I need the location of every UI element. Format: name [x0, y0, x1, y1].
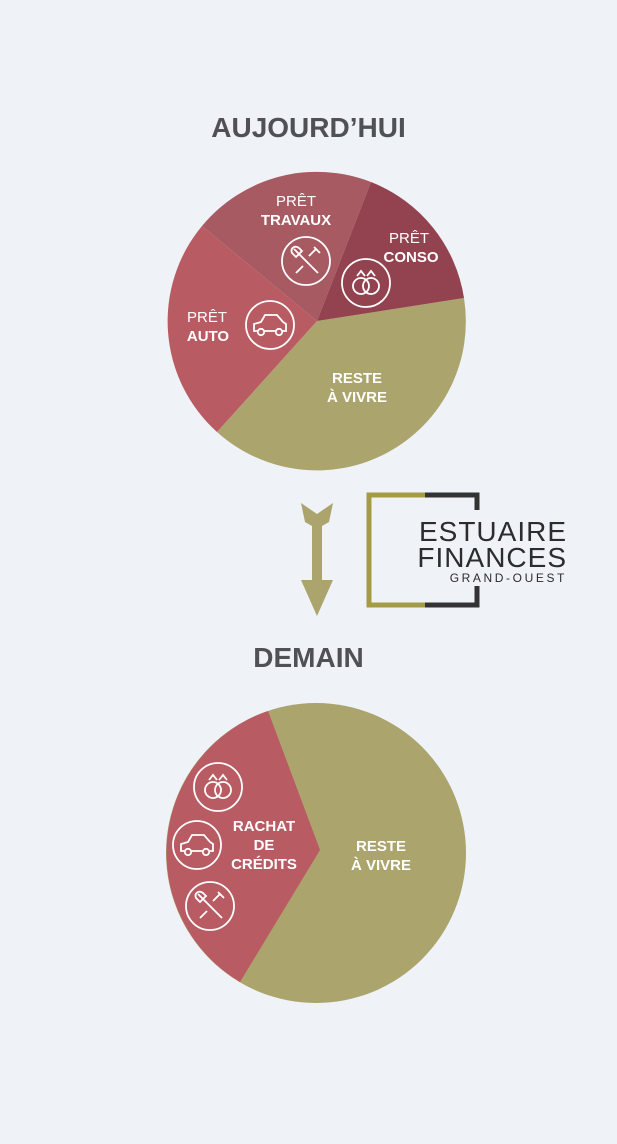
rings-icon	[193, 762, 243, 812]
label-rachat-3: CRÉDITS	[231, 856, 297, 873]
tools-icon	[281, 236, 331, 286]
label-pret-travaux-1: PRÊT	[276, 193, 316, 210]
label-pret-auto-1: PRÊT	[187, 309, 227, 326]
label-pret-conso-2: CONSO	[383, 249, 438, 266]
label-pret-auto-2: AUTO	[187, 328, 230, 345]
tools-icon	[185, 881, 235, 931]
label-reste-a-vivre-1: RESTE	[332, 370, 382, 387]
pie-chart-tomorrow: RACHAT DE CRÉDITS RESTE À VIVRE	[166, 703, 466, 1003]
label-reste-a-vivre-1: RESTE	[356, 838, 406, 855]
label-pret-travaux-2: TRAVAUX	[261, 212, 331, 229]
label-reste-a-vivre-2: À VIVRE	[351, 857, 411, 874]
car-icon	[245, 300, 295, 350]
heading-tomorrow: DEMAIN	[253, 642, 364, 673]
logo-text-line3: GRAND-OUEST	[449, 571, 567, 585]
label-rachat-2: DE	[254, 837, 275, 854]
heading-today: AUJOURD’HUI	[211, 112, 406, 143]
slice-pret-auto	[167, 226, 317, 432]
label-pret-conso-1: PRÊT	[389, 230, 429, 247]
pie-chart-today: PRÊT TRAVAUX PRÊT CONSO PRÊT AUTO RESTE …	[167, 171, 466, 471]
logo-text-line1: ESTUAIRE	[418, 516, 567, 547]
label-reste-a-vivre-2: À VIVRE	[327, 389, 387, 406]
label-rachat-1: RACHAT	[233, 818, 295, 835]
slice-reste-a-vivre	[217, 298, 466, 471]
estuaire-finances-logo: ESTUAIRE FINANCES GRAND-OUEST	[365, 492, 585, 610]
down-arrow-icon	[301, 503, 333, 616]
car-icon	[172, 820, 222, 870]
rings-icon	[341, 258, 391, 308]
logo-text-line2: FINANCES	[417, 542, 567, 573]
